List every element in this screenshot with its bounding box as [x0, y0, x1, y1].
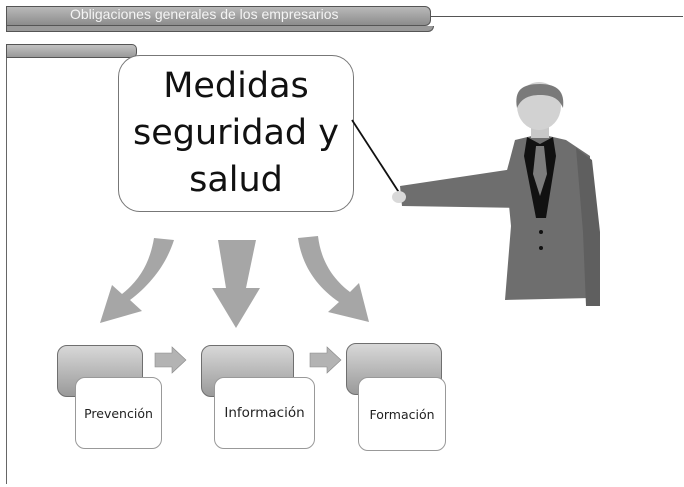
- step-card-formacion: Formación: [358, 377, 446, 451]
- topic-text: Medidas seguridad y salud: [121, 63, 351, 204]
- header-rule: [431, 16, 683, 17]
- step-card-prevencion: Prevención: [75, 377, 162, 449]
- left-border-line: [6, 44, 7, 484]
- pointer-stick: [351, 119, 401, 195]
- right-arrow-icon: [154, 346, 187, 374]
- step-label-formacion: Formación: [369, 406, 435, 422]
- down-arrow-icon: [100, 238, 174, 323]
- down-arrow-icon: [298, 236, 369, 322]
- step-label-informacion: Información: [224, 405, 305, 421]
- sub-tab: [6, 44, 137, 58]
- topic-line-3: salud: [189, 160, 283, 200]
- down-arrow-icon: [212, 240, 260, 328]
- topic-line-2: seguridad y: [132, 113, 339, 153]
- right-arrow-icon: [309, 346, 342, 374]
- topic-line-1: Medidas: [163, 66, 309, 106]
- presenter-icon: [392, 82, 600, 306]
- header-bar: [6, 6, 431, 26]
- step-label-prevencion: Prevención: [84, 405, 153, 421]
- header-title: Obligaciones generales de los empresario…: [70, 6, 339, 22]
- topic-box: Medidas seguridad y salud: [118, 55, 354, 212]
- step-card-informacion: Información: [214, 377, 315, 449]
